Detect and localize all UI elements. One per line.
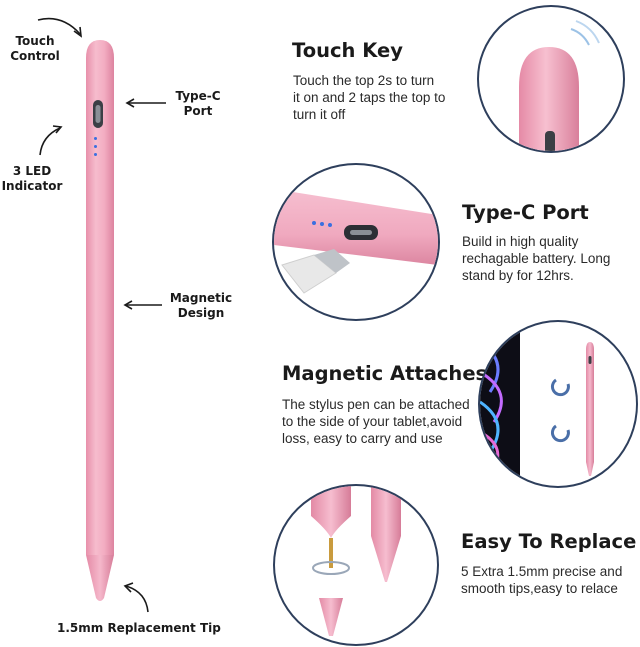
- circle-touch-key: [477, 5, 625, 153]
- feature-desc-touch-key: Touch the top 2s to turn it on and 2 tap…: [293, 72, 473, 123]
- feature-desc-magnetic-attaches: The stylus pen can be attached to the si…: [282, 396, 482, 447]
- callout-led-indicator: 3 LED Indicator: [0, 164, 64, 194]
- desc-line: smooth tips,easy to relace: [461, 581, 618, 596]
- led-dot: [94, 153, 97, 156]
- desc-line: stand by for 12hrs.: [462, 268, 574, 283]
- led-dots: [93, 137, 99, 163]
- callout-arrows: [37, 17, 166, 613]
- circle-type-c-port: [272, 163, 440, 321]
- desc-line: rechagable battery. Long: [462, 251, 611, 266]
- circle-easy-to-replace: [273, 484, 439, 646]
- callout-touch-control: Touch Control: [6, 34, 64, 64]
- desc-line: The stylus pen can be attached: [282, 397, 470, 412]
- arrow-touch-control: [37, 17, 81, 35]
- desc-line: Build in high quality: [462, 234, 579, 249]
- arrow-tip: [125, 585, 149, 613]
- arrow-led: [39, 127, 61, 156]
- callout-line: Indicator: [1, 179, 63, 193]
- led-dot: [94, 137, 97, 140]
- callout-line: Type-C: [175, 89, 221, 103]
- callout-type-c-port: Type-C Port: [168, 89, 228, 119]
- feature-title-touch-key: Touch Key: [292, 39, 403, 62]
- desc-line: loss, easy to carry and use: [282, 431, 443, 446]
- callout-line: Control: [10, 49, 60, 63]
- feature-title-type-c-port: Type-C Port: [462, 201, 589, 224]
- callout-line: Touch: [15, 34, 55, 48]
- desc-line: to the side of your tablet,avoid: [282, 414, 463, 429]
- feature-desc-easy-to-replace: 5 Extra 1.5mm precise and smooth tips,ea…: [461, 563, 636, 597]
- feature-title-magnetic-attaches: Magnetic Attaches: [282, 362, 488, 385]
- circle-magnetic-attaches: [478, 320, 638, 488]
- callout-line: 3 LED: [12, 164, 52, 178]
- desc-line: 5 Extra 1.5mm precise and: [461, 564, 623, 579]
- desc-line: turn it off: [293, 107, 346, 122]
- main-pen-illustration: [60, 30, 140, 610]
- callout-replacement-tip: 1.5mm Replacement Tip: [57, 621, 221, 635]
- desc-line: Touch the top 2s to turn: [293, 73, 435, 88]
- callout-line: Design: [177, 306, 225, 320]
- desc-line: it on and 2 taps the top to: [293, 90, 446, 105]
- callout-line: Port: [183, 104, 213, 118]
- callout-magnetic-design: Magnetic Design: [164, 291, 238, 321]
- led-dot: [94, 145, 97, 148]
- feature-title-easy-to-replace: Easy To Replace: [461, 530, 637, 553]
- callout-line: Magnetic: [169, 291, 233, 305]
- feature-desc-type-c-port: Build in high quality rechagable battery…: [462, 233, 637, 284]
